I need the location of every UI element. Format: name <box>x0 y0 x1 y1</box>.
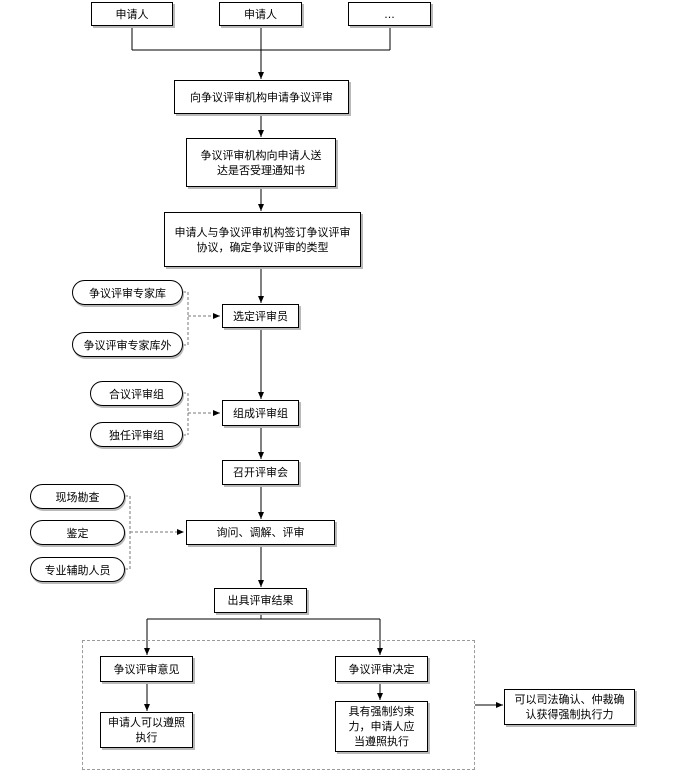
expert-pool-in: 争议评审专家库 <box>72 280 183 305</box>
applicant-box-2: 申请人 <box>219 2 302 26</box>
result-group-frame <box>82 640 475 770</box>
form-panel-box: 组成评审组 <box>222 400 299 426</box>
professional-assistants: 专业辅助人员 <box>30 557 125 582</box>
notice-box: 争议评审机构向申请人送达是否受理通知书 <box>186 138 336 187</box>
select-reviewers-box: 选定评审员 <box>222 304 299 328</box>
agreement-box: 申请人与争议评审机构签订争议评审协议，确定争议评审的类型 <box>164 212 361 267</box>
inquiry-box: 询问、调解、评审 <box>186 520 335 545</box>
applicant-box-more: ... <box>348 2 431 26</box>
decision-effect-box: 具有强制约束力，申请人应当遵照执行 <box>335 701 428 752</box>
expert-pool-out: 争议评审专家库外 <box>72 332 183 357</box>
appraisal: 鉴定 <box>30 520 125 545</box>
opinion-effect-box: 申请人可以遵照执行 <box>100 712 193 748</box>
apply-box: 向争议评审机构申请争议评审 <box>174 80 349 114</box>
decision-box: 争议评审决定 <box>335 656 428 682</box>
applicant-box-1: 申请人 <box>91 2 173 26</box>
panel-single: 独任评审组 <box>90 422 183 447</box>
issue-result-box: 出具评审结果 <box>214 588 307 613</box>
judicial-confirmation-box: 可以司法确认、仲裁确认获得强制执行力 <box>504 689 635 725</box>
opinion-box: 争议评审意见 <box>100 656 193 682</box>
hold-meeting-box: 召开评审会 <box>222 460 299 485</box>
panel-joint: 合议评审组 <box>90 381 183 406</box>
site-survey: 现场勘查 <box>30 484 125 509</box>
